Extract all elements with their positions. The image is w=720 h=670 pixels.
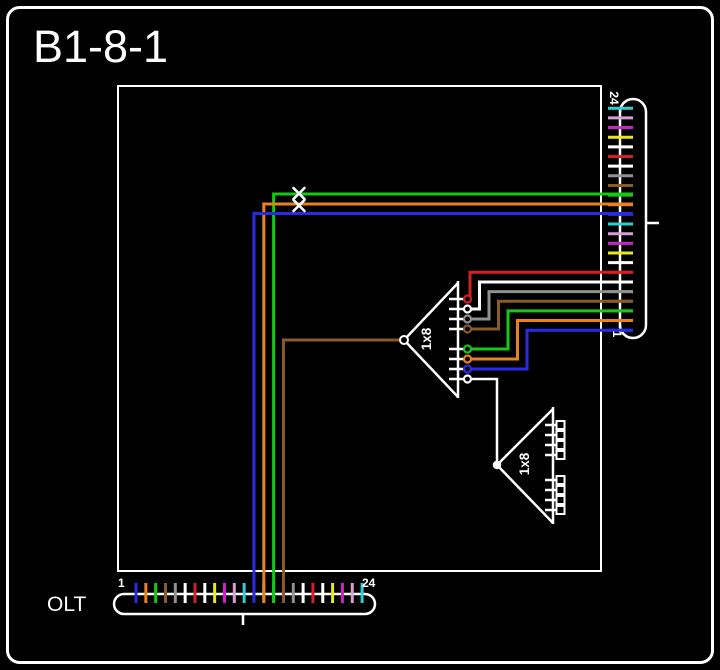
splitter2-open-connector-5 bbox=[555, 475, 566, 485]
splitter2-open-connector-1 bbox=[555, 420, 566, 430]
splitter1-output-port-blue bbox=[462, 364, 473, 374]
splitter2-input-port bbox=[492, 460, 502, 470]
fiber-route-brown bbox=[470, 299, 633, 331]
splitter1-output-port-green bbox=[462, 344, 473, 354]
splitter2-open-connector-8 bbox=[555, 505, 566, 515]
olt-label: OLT bbox=[47, 593, 86, 616]
fiber-route-black-to-splitter2 bbox=[470, 377, 499, 461]
main-panel bbox=[117, 85, 602, 572]
splitter1-input-port bbox=[399, 335, 409, 345]
splitter1-output-port-red bbox=[462, 294, 473, 304]
terminal-port1-label: 1 bbox=[610, 331, 624, 338]
splitter2-open-connector-4 bbox=[555, 450, 566, 460]
splice-x-mark-2 bbox=[292, 198, 306, 213]
splitter2-open-connector-6 bbox=[555, 485, 566, 495]
outer-border bbox=[6, 6, 714, 664]
fiber-route-orange bbox=[470, 319, 633, 361]
fiber-route-slate bbox=[470, 290, 633, 321]
splitter2-open-connector-3 bbox=[555, 440, 566, 450]
splitter1-label: 1x8 bbox=[419, 327, 434, 350]
olt-port24-label: 24 bbox=[362, 576, 376, 590]
page-title: B1-8-1 bbox=[33, 21, 168, 72]
splice-x-mark-1 bbox=[292, 186, 306, 201]
fiber-route-red bbox=[468, 270, 633, 299]
olt-port1-label: 1 bbox=[118, 576, 125, 590]
fiber-line-blue bbox=[252, 212, 633, 603]
splitter1-output-port-orange bbox=[462, 354, 473, 364]
splitter1-output-port-slate bbox=[462, 314, 473, 324]
splitter2-open-connector-2 bbox=[555, 430, 566, 440]
splitter1-output-port-black bbox=[462, 374, 473, 384]
splitter1-output-port-brown bbox=[462, 324, 473, 334]
fiber-route-white bbox=[470, 280, 633, 311]
splitter1-output-port-white bbox=[462, 304, 473, 314]
fiber-line-orange bbox=[262, 202, 633, 603]
terminal-port24-label: 24 bbox=[607, 91, 621, 105]
fiber-route-blue bbox=[470, 328, 633, 371]
fiber-line-green bbox=[272, 192, 633, 603]
splitter2-open-connector-7 bbox=[555, 495, 566, 505]
terminal-connector-body bbox=[618, 97, 648, 340]
fiber-route-green bbox=[470, 309, 633, 351]
fiber-line-brown-to-splitter bbox=[281, 338, 400, 603]
splitter2-label: 1x8 bbox=[517, 452, 532, 475]
